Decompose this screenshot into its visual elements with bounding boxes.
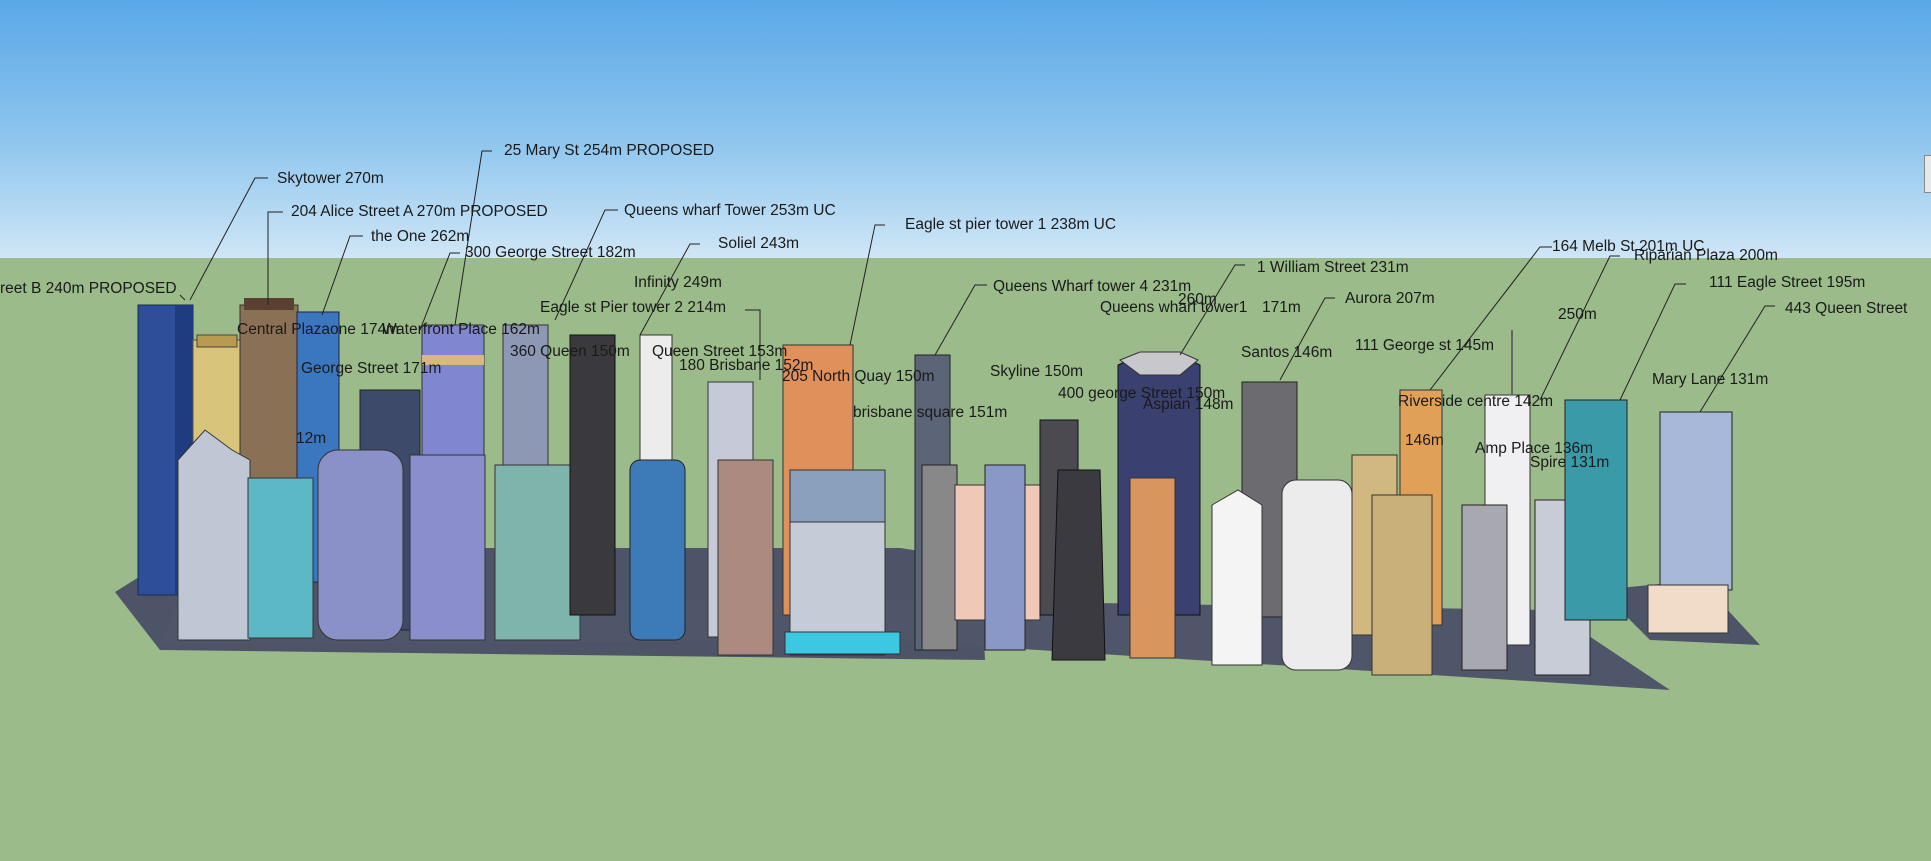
sky-background xyxy=(0,0,1931,258)
label-queens-wharf-tower: Queens wharf Tower 253m UC xyxy=(624,202,836,219)
building-grey-front-left[interactable] xyxy=(177,429,251,641)
label-12m: 12m xyxy=(296,430,327,447)
label-riverside-centre: Riverside centre 142m xyxy=(1398,393,1554,410)
label-george-street-171: George Street 171m xyxy=(301,360,442,377)
building-infinity[interactable] xyxy=(569,334,616,616)
building-skyline[interactable] xyxy=(921,464,958,651)
scrollbar-edge[interactable] xyxy=(1924,155,1931,193)
label-204-alice: 204 Alice Street A 270m PROPOSED xyxy=(291,203,548,220)
label-aurora: Aurora 207m xyxy=(1345,290,1435,307)
building-white-angular[interactable] xyxy=(1211,489,1263,666)
building-queens-wharf-1-top xyxy=(1118,351,1199,376)
building-443-queen[interactable] xyxy=(1659,411,1733,591)
building-400-george[interactable] xyxy=(984,464,1026,651)
building-riparian-plaza[interactable] xyxy=(1564,399,1628,621)
label-205-north-quay: 205 North Quay 150m xyxy=(782,368,935,385)
label-spire: Spire 131m xyxy=(1530,454,1610,471)
label-300-george: 300 George Street 182m xyxy=(465,244,636,261)
label-400-george: 400 george Street 150m xyxy=(1058,385,1226,402)
label-146m: 146m xyxy=(1405,432,1444,449)
label-skyline: Skyline 150m xyxy=(990,363,1084,380)
label-360-queen: 360 Queen 150m xyxy=(510,343,630,360)
label-443-queen: 443 Queen Street xyxy=(1785,300,1908,317)
label-111-eagle: 111 Eagle Street 195m xyxy=(1709,274,1866,291)
building-orange-front[interactable] xyxy=(1129,477,1176,659)
building-204-alice-top xyxy=(244,298,294,310)
label-180-brisbane: 180 Brisbane 152m xyxy=(679,357,814,374)
label-mary-lane: Mary Lane 131m xyxy=(1652,371,1769,388)
label-skytower: Skytower 270m xyxy=(277,170,384,187)
label-soliel: Soliel 243m xyxy=(718,235,799,252)
building-aurora[interactable] xyxy=(1281,479,1353,671)
building-soliel[interactable] xyxy=(639,334,673,461)
label-queens-wharf-1: Queens wharf tower1 xyxy=(1100,299,1248,316)
building-brisbane-square-top xyxy=(789,469,886,523)
label-amp-place: Amp Place 136m xyxy=(1475,440,1594,457)
label-aspian: Aspian 148m xyxy=(1143,396,1234,413)
label-waterfront-place: Waterfront Place 162m xyxy=(382,321,540,338)
label-25-mary: 25 Mary St 254m PROPOSED xyxy=(504,142,715,159)
building-blue-curved[interactable] xyxy=(629,459,686,641)
building-aspian[interactable] xyxy=(1051,469,1106,661)
building-skytower-top xyxy=(196,334,238,348)
label-250m: 250m xyxy=(1558,306,1597,323)
building-lavender-cylinder[interactable] xyxy=(317,449,404,641)
label-riparian-plaza: Riparian Plaza 200m xyxy=(1634,247,1778,264)
label-queens-wharf-4: Queens Wharf tower 4 231m xyxy=(993,278,1192,295)
label-queen-street-153: Queen Street 153m xyxy=(652,343,788,360)
label-171m: 171m xyxy=(1262,299,1301,316)
building-443-queen-podium xyxy=(1647,584,1729,634)
label-b-240m: reet B 240m PROPOSED xyxy=(0,280,177,297)
label-eagle-pier-1: Eagle st pier tower 1 238m UC xyxy=(905,216,1117,233)
label-1-william: 1 William Street 231m xyxy=(1257,259,1409,276)
building-waterfront-front[interactable] xyxy=(409,454,486,641)
label-central-plazaone: Central Plazaone 174m xyxy=(237,321,399,338)
label-164-melb: 164 Melb St 201m UC xyxy=(1552,238,1705,255)
label-brisbane-square: brisbane square 151m xyxy=(853,404,1008,421)
label-eagle-pier-2: Eagle st Pier tower 2 214m xyxy=(540,299,727,316)
label-111-george: 111 George st 145m xyxy=(1355,337,1495,354)
label-260m: 260m xyxy=(1178,291,1217,308)
building-25-mary-band xyxy=(422,355,484,365)
building-podium-colorful xyxy=(784,631,901,655)
label-santos: Santos 146m xyxy=(1241,344,1333,361)
label-the-one: the One 262m xyxy=(371,228,470,245)
building-grey-narrow[interactable] xyxy=(1461,504,1508,671)
label-infinity: Infinity 249m xyxy=(634,274,722,291)
leader-lines xyxy=(179,150,1775,413)
building-tan-front[interactable] xyxy=(1371,494,1433,676)
building-teal-low[interactable] xyxy=(494,464,581,641)
building-brown-tall[interactable] xyxy=(717,459,774,656)
building-teal-left[interactable] xyxy=(247,477,314,639)
